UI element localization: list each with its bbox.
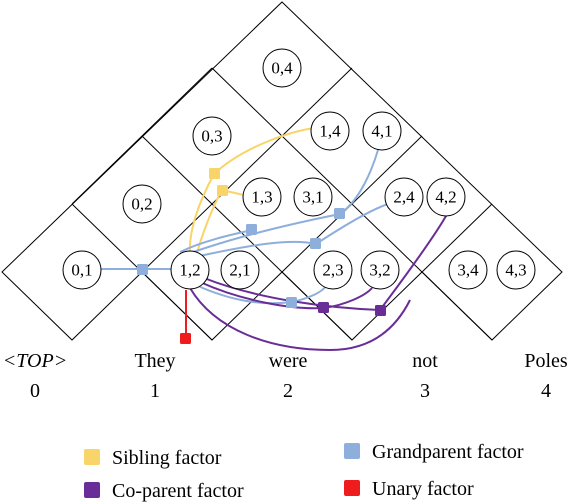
coparent-edge bbox=[379, 215, 447, 311]
span-node bbox=[62, 250, 102, 290]
span-node-label: 4,1 bbox=[371, 122, 392, 141]
span-node bbox=[192, 116, 232, 156]
span-node-label: 2,4 bbox=[393, 188, 415, 207]
legend-coparent-label: Co-parent factor bbox=[112, 480, 244, 502]
span-node-label: 4,3 bbox=[505, 261, 526, 280]
span-node-label: 0,2 bbox=[131, 195, 152, 214]
token-word: Poles bbox=[524, 350, 568, 372]
legend-unary: Unary factor bbox=[344, 478, 474, 500]
span-node bbox=[242, 177, 282, 217]
token-index: 2 bbox=[283, 380, 293, 402]
span-node bbox=[122, 184, 162, 224]
grandparent-factor-marker bbox=[137, 264, 148, 275]
span-node bbox=[496, 250, 536, 290]
token-word: were bbox=[268, 350, 308, 372]
span-node-label: 0,1 bbox=[71, 261, 92, 280]
span-node-label: 4,2 bbox=[435, 188, 456, 207]
span-nodes: 0,4 0,3 1,4 4,1 0,2 1,3 3,1 2,4 4,2 0,1 1,2 2,1 2,3 3… bbox=[62, 48, 536, 290]
sibling-factor-marker bbox=[209, 168, 220, 179]
span-node bbox=[384, 177, 424, 217]
span-node-label: 1,3 bbox=[251, 188, 272, 207]
grandparent-factor-marker bbox=[310, 238, 321, 249]
grandparent-edge bbox=[184, 213, 341, 256]
span-node-label: 0,3 bbox=[201, 127, 222, 146]
legend-grandparent-label: Grandparent factor bbox=[372, 441, 524, 463]
token-index: 3 bbox=[420, 380, 430, 402]
grid-line bbox=[71, 67, 213, 205]
grandparent-factor-marker bbox=[286, 297, 297, 308]
token-index: 4 bbox=[541, 380, 551, 402]
span-node bbox=[362, 111, 402, 151]
token-word: <TOP> bbox=[2, 350, 68, 372]
coparent-factor-marker bbox=[375, 305, 386, 316]
span-node bbox=[310, 111, 350, 151]
span-node-label: 1,4 bbox=[319, 122, 341, 141]
coparent-swatch-icon bbox=[84, 482, 100, 498]
span-node bbox=[220, 250, 260, 290]
grandparent-factor-marker bbox=[334, 208, 345, 219]
span-node-label: 1,2 bbox=[179, 261, 200, 280]
span-node bbox=[293, 177, 333, 217]
legend-unary-label: Unary factor bbox=[372, 478, 474, 500]
unary-swatch-icon bbox=[344, 480, 360, 496]
legend-coparent: Co-parent factor bbox=[84, 480, 244, 502]
grandparent-factor-marker bbox=[246, 224, 257, 235]
token-index: 1 bbox=[150, 380, 160, 402]
span-node bbox=[170, 250, 210, 290]
grandparent-edge bbox=[339, 149, 379, 215]
coparent-factor-marker bbox=[318, 302, 329, 313]
span-node bbox=[262, 48, 302, 88]
coparent-edge bbox=[323, 287, 373, 309]
coparent-edge bbox=[199, 281, 325, 310]
token-word: They bbox=[134, 350, 176, 372]
legend-sibling: Sibling factor bbox=[84, 447, 221, 469]
grandparent-edge bbox=[197, 285, 293, 305]
span-node-label: 3,1 bbox=[302, 188, 323, 207]
grandparent-swatch-icon bbox=[344, 443, 360, 459]
sibling-swatch-icon bbox=[84, 449, 100, 465]
grid-line bbox=[421, 203, 493, 273]
span-node-label: 0,4 bbox=[271, 59, 293, 78]
grandparent-edge bbox=[189, 240, 317, 259]
span-node-label: 2,3 bbox=[322, 261, 343, 280]
legend-sibling-label: Sibling factor bbox=[112, 447, 222, 469]
token-index: 0 bbox=[30, 380, 40, 402]
unary-factor-marker bbox=[180, 333, 191, 344]
span-node bbox=[448, 250, 488, 290]
span-node bbox=[313, 250, 353, 290]
legend-grandparent: Grandparent factor bbox=[344, 441, 524, 463]
span-node bbox=[360, 250, 400, 290]
sibling-factor-marker bbox=[217, 185, 228, 196]
grid-line bbox=[141, 135, 353, 341]
span-node-label: 2,1 bbox=[229, 261, 250, 280]
coparent-edge bbox=[189, 287, 411, 352]
grid-line bbox=[141, 67, 353, 273]
span-node-label: 3,4 bbox=[457, 261, 479, 280]
grandparent-edge bbox=[291, 285, 327, 303]
span-node bbox=[426, 177, 466, 217]
grandparent-edge bbox=[315, 203, 389, 245]
span-node-label: 3,2 bbox=[369, 261, 390, 280]
token-word: not bbox=[412, 350, 438, 372]
